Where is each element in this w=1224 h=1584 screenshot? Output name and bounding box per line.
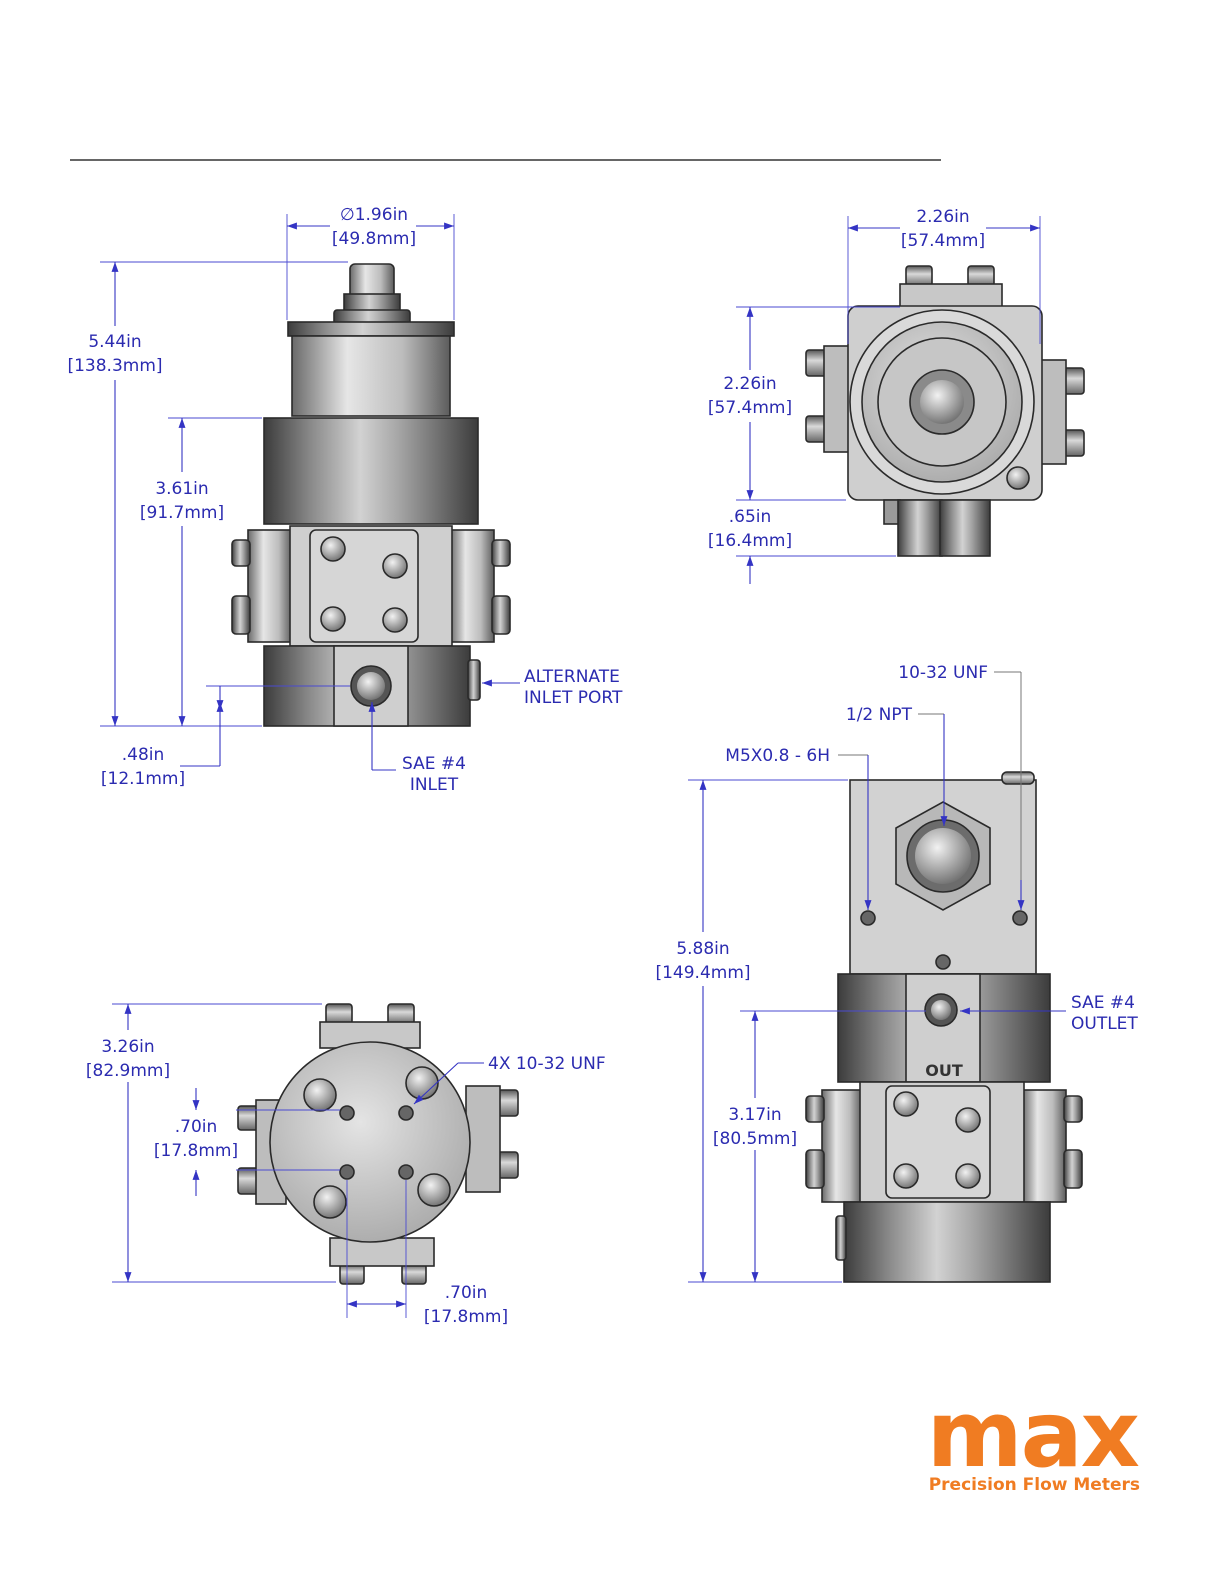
side-outlet-in: 3.17in: [728, 1105, 781, 1125]
bottom-thread-label: 4X 10-32 UNF: [488, 1054, 606, 1074]
bottom-view: [237, 1003, 519, 1285]
outlet-label-1: SAE #4: [1071, 993, 1135, 1013]
front-diameter-mm: [49.8mm]: [332, 229, 416, 249]
front-view: [231, 263, 511, 727]
top-view: [805, 265, 1085, 557]
top-depth-in: 2.26in: [723, 374, 776, 394]
bottom-hspacing-mm: [17.8mm]: [424, 1307, 508, 1327]
front-height-in: 5.44in: [88, 332, 141, 352]
side-view-dimensions: 10-32 UNF 1/2 NPT M5X0.8 - 6H 5.88in [14…: [655, 663, 1138, 1283]
top-depth-mm: [57.4mm]: [708, 398, 792, 418]
metric-thread-label: M5X0.8 - 6H: [725, 746, 830, 766]
inlet-label-1: SAE #4: [402, 754, 466, 774]
side-outlet-mm: [80.5mm]: [713, 1129, 797, 1149]
top-width-mm: [57.4mm]: [901, 231, 985, 251]
front-diameter-in: ∅1.96in: [340, 205, 408, 225]
alternate-inlet-label-2: INLET PORT: [524, 688, 623, 708]
side-height-mm: [149.4mm]: [655, 963, 750, 983]
inlet-label-2: INLET: [410, 775, 459, 795]
outlet-stamp: OUT: [925, 1061, 963, 1080]
front-view-dimensions: ∅1.96in [49.8mm] 5.44in [138.3mm] 3.61in…: [67, 205, 622, 795]
front-height-mm: [138.3mm]: [67, 356, 162, 376]
top-view-dimensions: 2.26in [57.4mm] 2.26in [57.4mm] .65in [1…: [708, 207, 1041, 584]
bottom-hspacing-in: .70in: [445, 1283, 488, 1303]
brand-logo: max Precision Flow Meters: [927, 1381, 1141, 1495]
bottom-view-dimensions: 3.26in [82.9mm] .70in [17.8mm] .70in [17…: [86, 1003, 606, 1327]
front-body-mm: [91.7mm]: [140, 503, 224, 523]
bottom-vspacing-mm: [17.8mm]: [154, 1141, 238, 1161]
thread-top-label: 10-32 UNF: [898, 663, 988, 683]
front-body-in: 3.61in: [155, 479, 208, 499]
top-width-in: 2.26in: [916, 207, 969, 227]
brand-tagline: Precision Flow Meters: [929, 1475, 1140, 1495]
front-port-mm: [12.1mm]: [101, 769, 185, 789]
side-view: OUT: [805, 771, 1083, 1283]
bottom-vspacing-in: .70in: [175, 1117, 218, 1137]
front-port-in: .48in: [122, 745, 165, 765]
bottom-height-in: 3.26in: [101, 1037, 154, 1057]
top-offset-in: .65in: [729, 507, 772, 527]
side-height-in: 5.88in: [676, 939, 729, 959]
outlet-label-2: OUTLET: [1071, 1014, 1138, 1034]
npt-label: 1/2 NPT: [846, 705, 913, 725]
bottom-height-mm: [82.9mm]: [86, 1061, 170, 1081]
top-offset-mm: [16.4mm]: [708, 531, 792, 551]
alternate-inlet-label-1: ALTERNATE: [524, 667, 620, 687]
brand-wordmark: max: [927, 1381, 1139, 1488]
